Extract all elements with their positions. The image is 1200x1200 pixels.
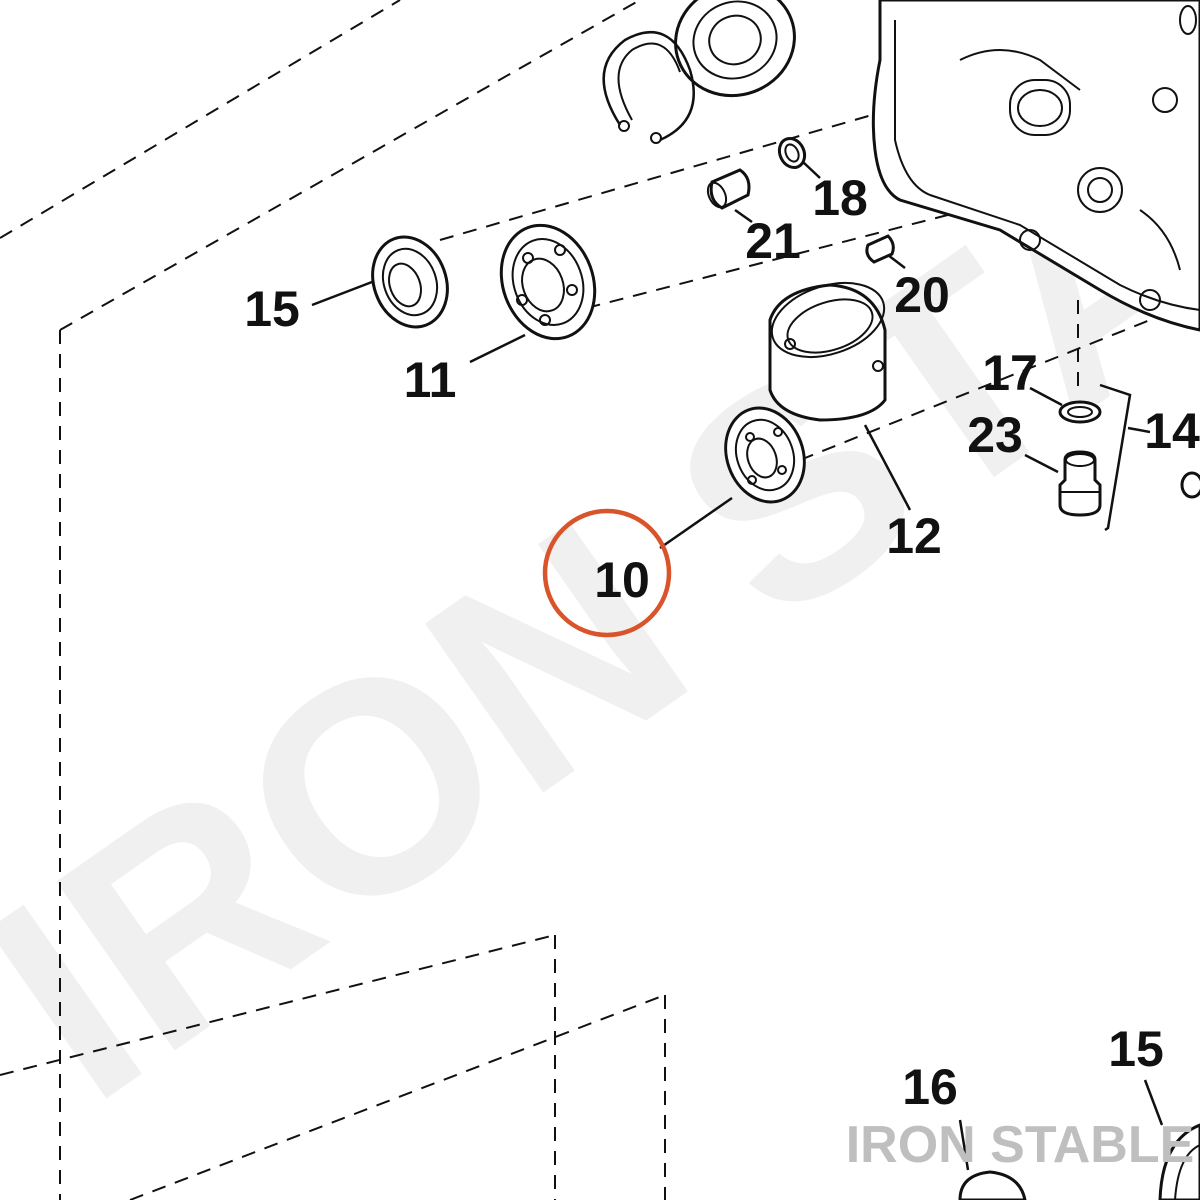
dowel-pin-21 [706,168,751,210]
small-part-right [1180,471,1200,499]
pin-20 [865,234,895,264]
oring-17 [1058,400,1102,424]
top-bearing [674,0,796,98]
fitting-23 [1058,450,1102,517]
callout-10: 10 [594,552,650,608]
callout-14: 14 [1144,403,1200,459]
bushing-12 [768,282,887,422]
callout-11: 11 [404,352,457,408]
oring-18 [777,136,807,170]
bearing-16 [958,1170,1027,1200]
group-bracket-14 [1099,383,1151,532]
callout-21: 21 [745,213,801,269]
callout-18: 18 [812,170,868,226]
leader-lines [311,161,1164,1171]
callout-labels: 10 11 12 14 15 15 16 17 18 20 21 23 [244,170,1200,1115]
callout-20: 20 [894,267,950,323]
callout-12: 12 [886,508,942,564]
callout-17: 17 [982,345,1038,401]
callout-16: 16 [902,1059,958,1115]
callout-23: 23 [967,407,1023,463]
bearing-15 [371,235,449,329]
brand-logo-text: IRON STABLE [846,1116,1195,1174]
bearing-11 [499,223,597,341]
callout-15-lower: 15 [1108,1021,1164,1077]
bearing-10 [724,406,806,504]
highlight-circle [542,508,672,638]
retaining-ring [602,30,695,144]
callout-15-left: 15 [244,281,300,337]
crankcase-housing [871,0,1200,332]
